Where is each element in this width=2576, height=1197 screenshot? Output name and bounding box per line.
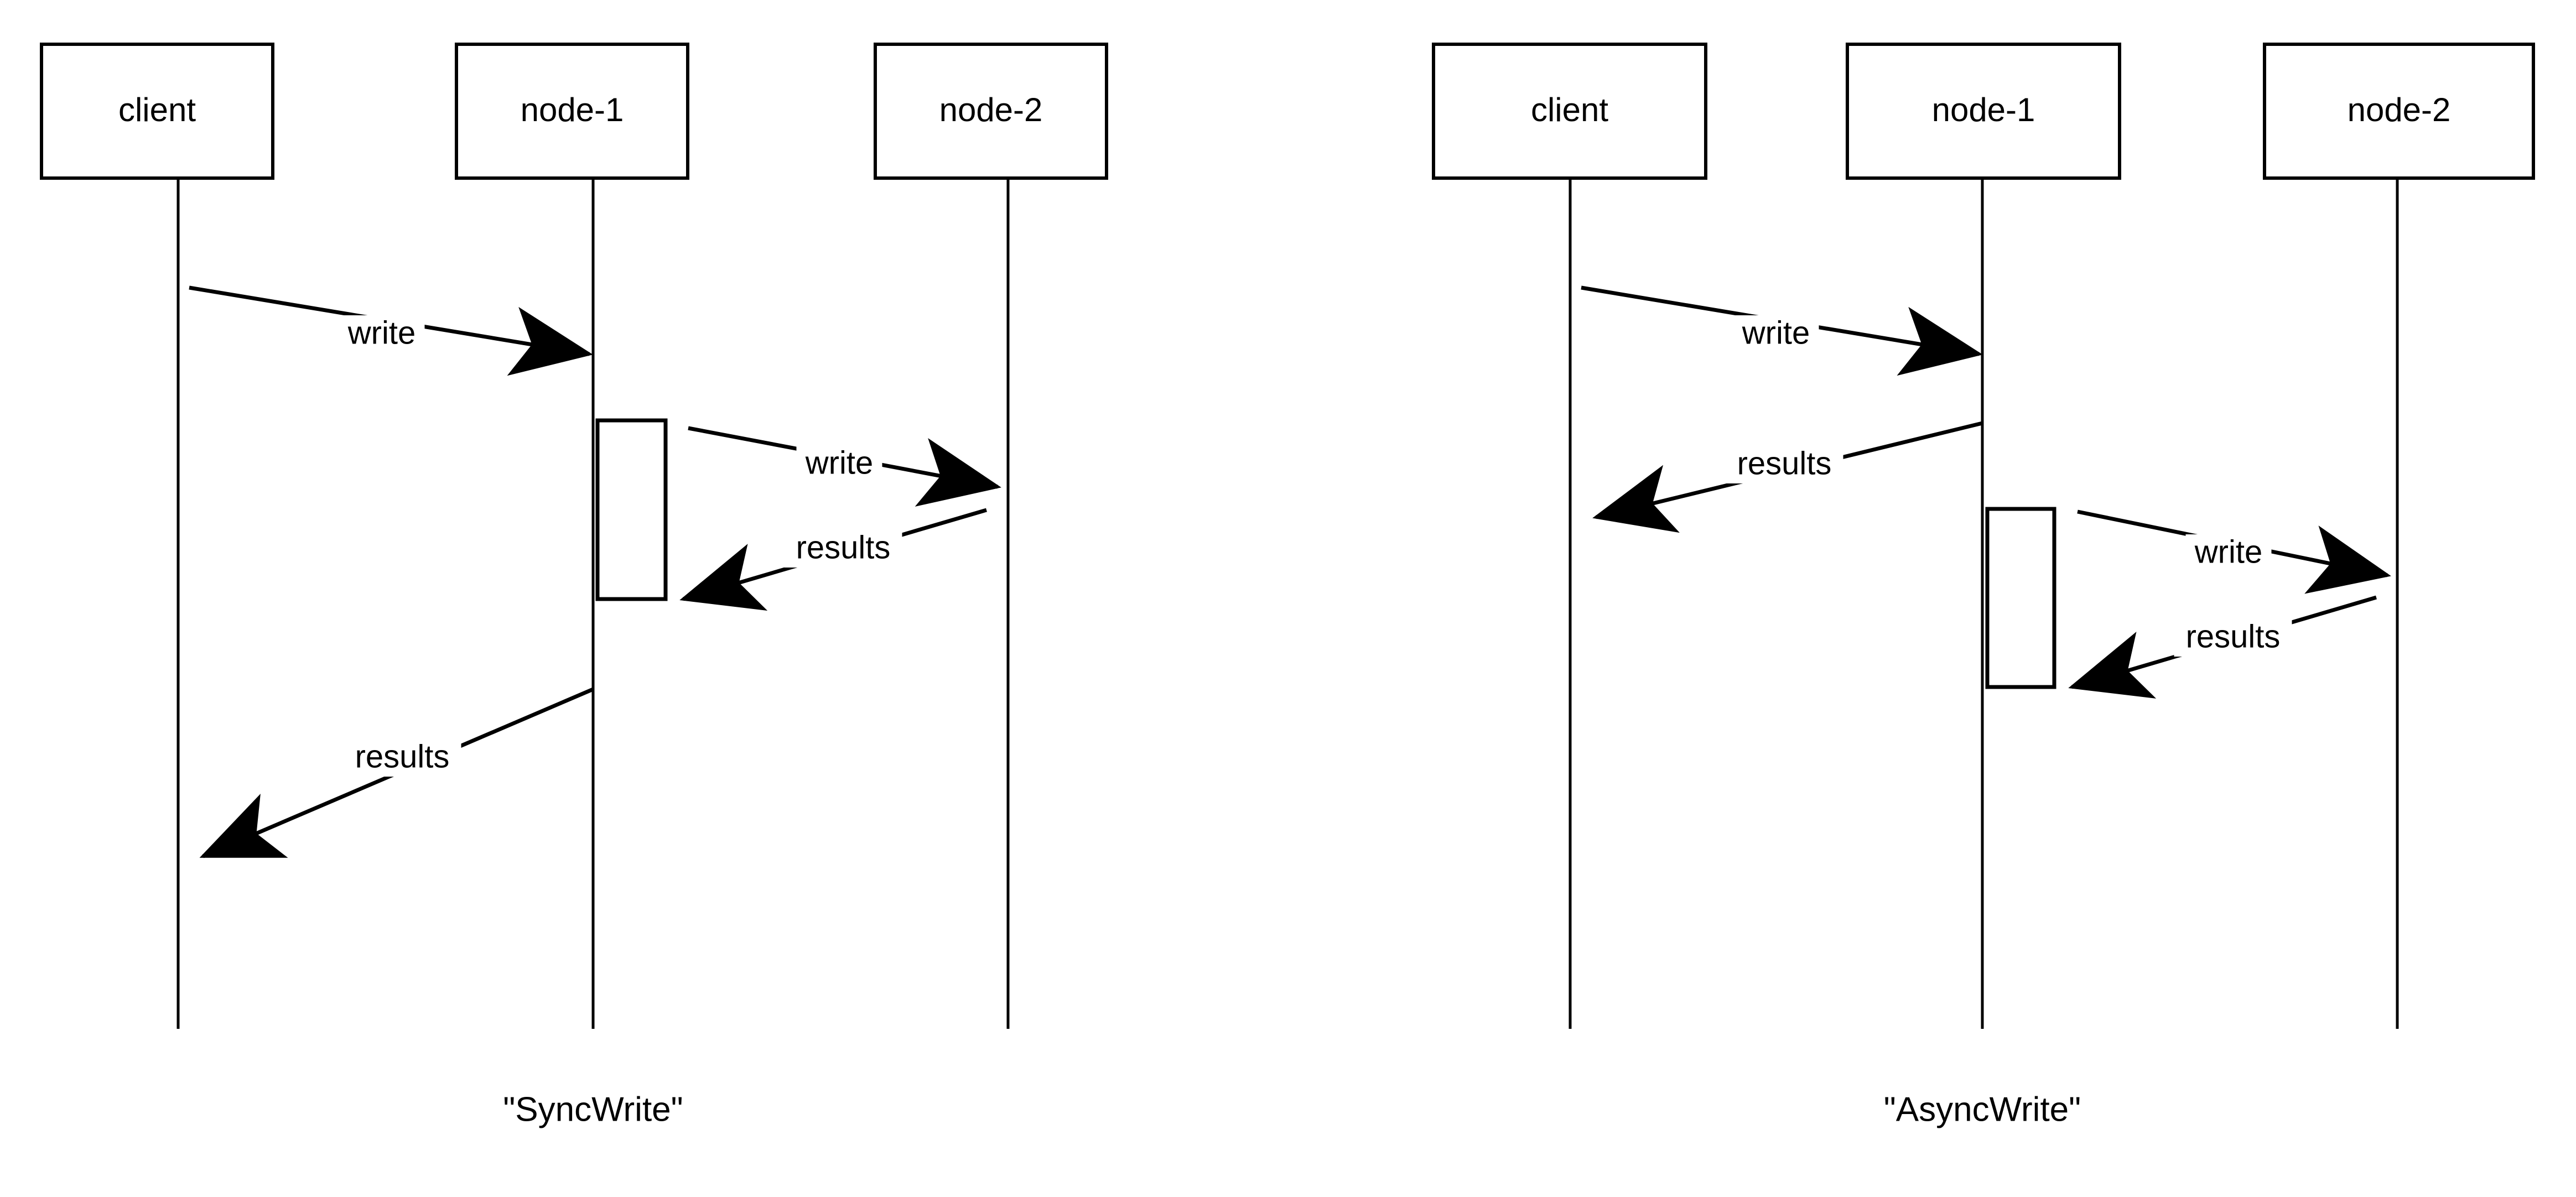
participant-label-client: client	[118, 91, 196, 128]
participant-label-node-2: node-2	[2348, 91, 2451, 128]
message-label-results-3: results	[2186, 618, 2281, 654]
message-label-results-1: results	[1737, 445, 1832, 481]
participant-label-node-1: node-1	[1932, 91, 2035, 128]
message-label-write-2: write	[2194, 534, 2262, 570]
message-label-bg-2	[2185, 534, 2272, 572]
activation-bar-node-1	[1985, 507, 2056, 689]
message-label-bg-3	[2174, 619, 2292, 657]
participant-box-client[interactable]	[1432, 43, 1707, 180]
message-label-results-3: results	[355, 738, 450, 774]
sequence-diagram-async-write: client node-1 node-2 write results write resul…	[1432, 43, 2535, 1128]
message-label-write-0: write	[347, 315, 416, 351]
participant-label-node-1: node-1	[521, 91, 624, 128]
message-label-write-0: write	[1742, 315, 1810, 351]
participant-box-client[interactable]	[40, 43, 274, 180]
participant-label-client: client	[1531, 91, 1608, 128]
participant-box-node-1[interactable]	[1846, 43, 2121, 180]
message-label-bg-3	[343, 739, 461, 777]
participant-box-node-2[interactable]	[874, 43, 1108, 180]
participant-box-node-2[interactable]	[2263, 43, 2535, 180]
activation-bar-node-1	[595, 418, 668, 601]
message-label-bg-2	[784, 530, 902, 568]
message-label-bg-1	[796, 445, 882, 483]
diagram-caption-async-write: "AsyncWrite"	[1884, 1090, 2081, 1128]
participant-label-node-2: node-2	[939, 91, 1043, 128]
sequence-diagram-sync-write: client node-1 node-2 write write results resul…	[40, 43, 1108, 1128]
message-label-bg-0	[339, 315, 425, 353]
participant-box-node-1[interactable]	[455, 43, 689, 180]
message-label-bg-1	[1725, 446, 1843, 483]
message-label-results-2: results	[796, 529, 891, 565]
message-label-write-1: write	[805, 445, 873, 481]
message-label-bg-0	[1733, 315, 1819, 353]
diagram-caption-sync-write: "SyncWrite"	[503, 1090, 683, 1128]
